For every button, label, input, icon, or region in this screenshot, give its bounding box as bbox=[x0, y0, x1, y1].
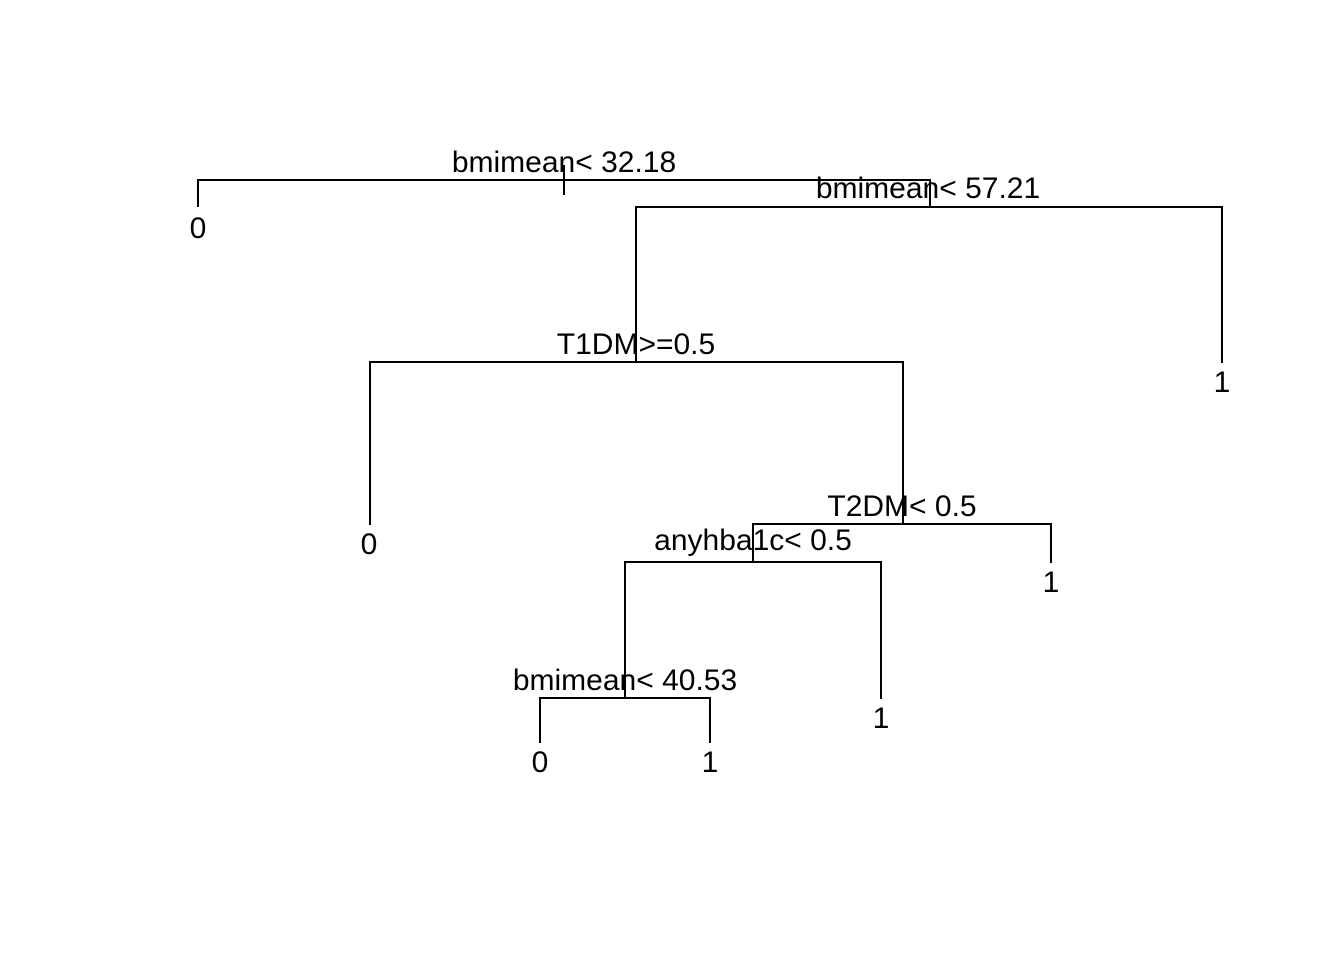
leaf-label-node105: 1 bbox=[702, 746, 719, 779]
split-label-node6: T1DM>=0.5 bbox=[557, 328, 715, 361]
leaf-label-node2: 0 bbox=[190, 212, 207, 245]
split-label-node26: anyhba1c< 0.5 bbox=[654, 524, 852, 557]
leaf-label-node104: 0 bbox=[532, 746, 549, 779]
leaf-label-node53: 1 bbox=[873, 702, 890, 735]
leaf-label-node27: 1 bbox=[1043, 566, 1060, 599]
split-label-node52: bmimean< 40.53 bbox=[513, 664, 737, 697]
leaf-labels: 0 1 0 1 1 0 1 bbox=[190, 212, 1231, 779]
split-labels: bmimean< 32.18 bmimean< 57.21 T1DM>=0.5 … bbox=[452, 146, 1040, 697]
split-label-node13: T2DM< 0.5 bbox=[827, 490, 976, 523]
edge-node26-split bbox=[624, 561, 882, 699]
tree-edges bbox=[197, 165, 1223, 743]
edge-node6-split bbox=[369, 361, 904, 525]
edge-node13-split bbox=[752, 523, 1052, 563]
leaf-label-node12: 0 bbox=[361, 528, 378, 561]
leaf-label-node7: 1 bbox=[1214, 366, 1231, 399]
split-label-node3: bmimean< 57.21 bbox=[816, 172, 1040, 205]
edge-node52-split bbox=[539, 697, 711, 743]
edge-node3-split bbox=[635, 206, 1223, 363]
split-label-root: bmimean< 32.18 bbox=[452, 146, 676, 179]
